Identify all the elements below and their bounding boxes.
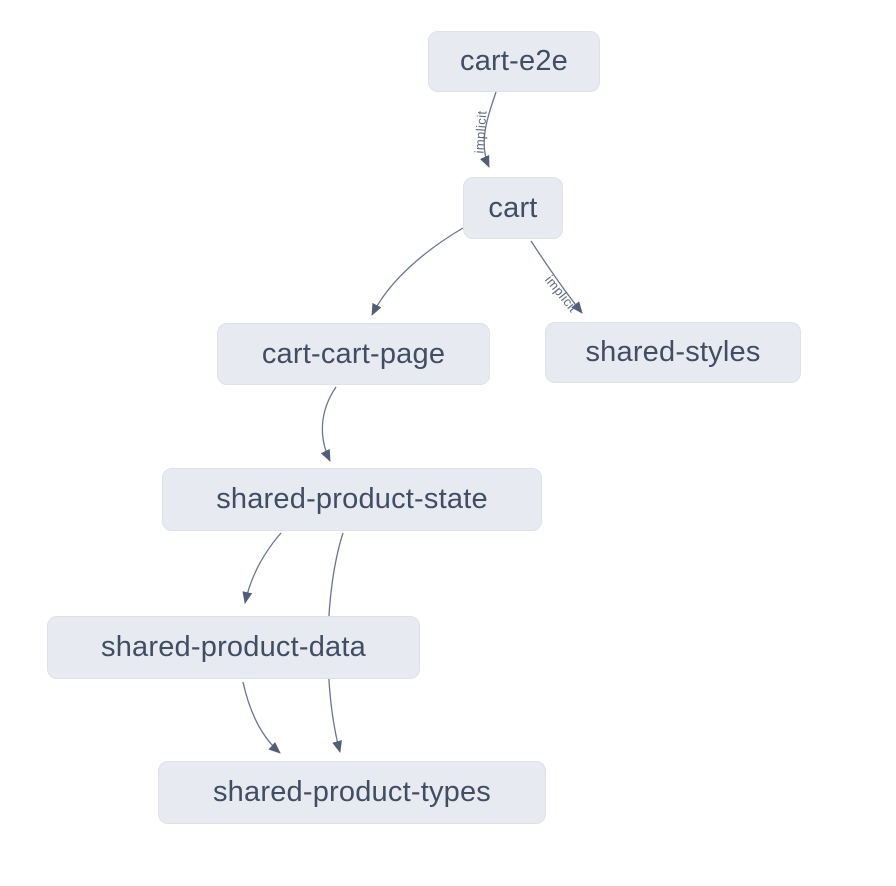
edge-cart-cart-page-to-shared-product-state <box>320 386 337 462</box>
edge-shared-product-data-to-shared-product-types <box>242 681 281 754</box>
edge-cart-to-cart-cart-page <box>371 227 464 316</box>
node-cart-e2e[interactable]: cart-e2e <box>428 31 600 92</box>
edge-shared-product-state-to-shared-product-data <box>242 532 282 604</box>
node-shared-product-types[interactable]: shared-product-types <box>158 761 546 824</box>
node-shared-styles[interactable]: shared-styles <box>545 322 801 383</box>
edge-cart-to-shared-styles <box>530 240 583 314</box>
node-shared-product-state[interactable]: shared-product-state <box>162 468 542 531</box>
edge-label-implicit-shared-styles: implicit <box>542 272 581 315</box>
node-cart[interactable]: cart <box>463 177 563 239</box>
node-cart-cart-page[interactable]: cart-cart-page <box>217 323 490 385</box>
edge-cart-e2e-to-cart <box>479 91 497 168</box>
node-shared-product-data[interactable]: shared-product-data <box>47 616 420 679</box>
edge-label-implicit-cart-e2e: implicit <box>472 110 490 154</box>
